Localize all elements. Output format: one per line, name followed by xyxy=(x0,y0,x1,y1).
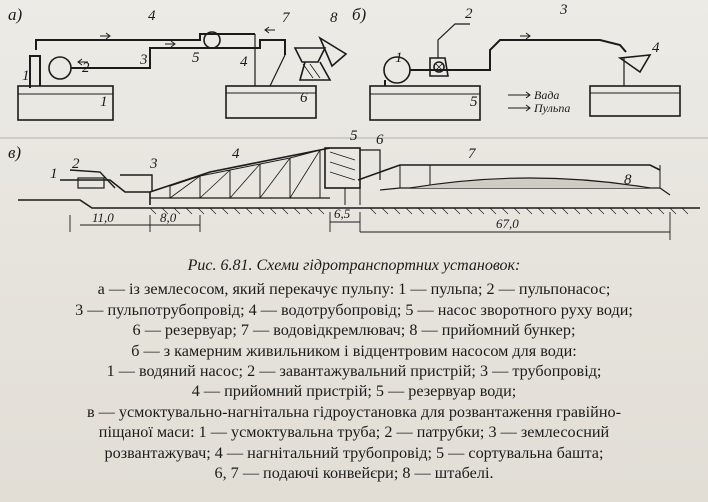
a-label-1b: 1 xyxy=(22,68,30,84)
c-label-5: 5 xyxy=(350,128,358,144)
c-discharge-pipe xyxy=(149,147,331,193)
b-label-1: 1 xyxy=(395,50,403,66)
a-separator xyxy=(293,47,327,63)
a-label-2: 2 xyxy=(82,60,90,76)
caption-line-3: 6 — резервуар; 7 — водовідкремлювач; 8 —… xyxy=(132,321,576,340)
a-label-8: 8 xyxy=(330,10,338,26)
dim-6-5: 6,5 xyxy=(334,206,351,221)
dim-67: 67,0 xyxy=(496,216,519,231)
a-pulp-tank xyxy=(17,85,114,121)
a-label-1: 1 xyxy=(100,94,108,110)
b-chamber-feeder xyxy=(429,57,449,77)
hydrotransport-figure: а) б) в) 1 2 3 4 5 6 7 8 1 4 1 2 3 4 5 В… xyxy=(0,2,708,240)
panel-a-label: а) xyxy=(8,5,23,24)
c-label-7: 7 xyxy=(468,146,477,162)
b-label-2: 2 xyxy=(465,6,473,22)
ground-hatch xyxy=(149,207,689,215)
hydrotransport-schematic: а) б) в) 1 2 3 4 5 6 7 8 1 4 1 2 3 4 5 В… xyxy=(0,2,708,240)
b-receiver xyxy=(617,54,652,74)
c-sorting-tower xyxy=(324,147,361,189)
caption-line-7: в — усмоктувально-нагнітальна гідроустан… xyxy=(86,402,621,421)
caption-line-9: розвантажувач; 4 — нагнітальний трубопро… xyxy=(104,443,604,462)
caption-line-4: б — з камерним живильником і відцентрови… xyxy=(131,341,577,360)
c-feed-conveyor-7 xyxy=(357,164,661,181)
c-suction-pipe xyxy=(69,169,116,189)
c-label-3: 3 xyxy=(149,156,158,172)
panel-c-label: в) xyxy=(8,143,21,162)
a-label-3: 3 xyxy=(139,52,148,68)
legend-pulp: Пульпа xyxy=(533,101,570,115)
a-label-5: 5 xyxy=(192,50,200,66)
b-label-5: 5 xyxy=(470,94,478,110)
b-tank-2 xyxy=(589,85,681,117)
caption-line-2: 3 — пульпотрубопровід; 4 — водотрубопров… xyxy=(75,300,633,319)
c-label-6: 6 xyxy=(376,132,384,148)
a-label-7: 7 xyxy=(282,10,291,26)
b-label-4: 4 xyxy=(652,40,660,56)
b-water-reservoir xyxy=(369,85,481,121)
panel-b-label: б) xyxy=(352,5,367,24)
c-dredger xyxy=(60,179,151,205)
a-pulp-pipe xyxy=(71,58,151,69)
caption-line-8: піщаної маси: 1 — усмоктувальна труба; 2… xyxy=(98,423,610,442)
a-reservoir xyxy=(225,85,317,119)
caption-line-5: 1 — водяний насос; 2 — завантажувальний … xyxy=(106,362,602,381)
a-label-4: 4 xyxy=(148,8,156,24)
a-receiving-bunker xyxy=(318,35,348,68)
c-label-2: 2 xyxy=(72,156,80,172)
a-pulp-pump xyxy=(48,56,72,80)
c-label-1: 1 xyxy=(50,166,58,182)
b-pipeline xyxy=(410,39,627,71)
a-label-4b: 4 xyxy=(240,54,248,70)
dim-8: 8,0 xyxy=(160,210,177,225)
caption-title: Рис. 6.81. Схеми гідротранспортних устан… xyxy=(187,257,521,274)
c-label-8: 8 xyxy=(624,172,632,188)
a-label-6: 6 xyxy=(300,90,308,106)
b-label-3: 3 xyxy=(559,2,568,18)
dim-11: 11,0 xyxy=(92,210,114,225)
c-label-4: 4 xyxy=(232,146,240,162)
legend-water: Вада xyxy=(534,88,559,102)
c-stockpile xyxy=(409,177,651,189)
caption-line-10: 6, 7 — подаючі конвейєри; 8 — штабелі. xyxy=(214,464,494,483)
c-ground-left xyxy=(18,199,150,209)
caption-line-1: а — із землесосом, який перекачує пульпу… xyxy=(97,280,611,299)
caption-line-6: 4 — прийомний пристрій; 5 — резервуар во… xyxy=(191,382,517,401)
figure-caption: Рис. 6.81. Схеми гідротранспортних устан… xyxy=(0,256,708,483)
